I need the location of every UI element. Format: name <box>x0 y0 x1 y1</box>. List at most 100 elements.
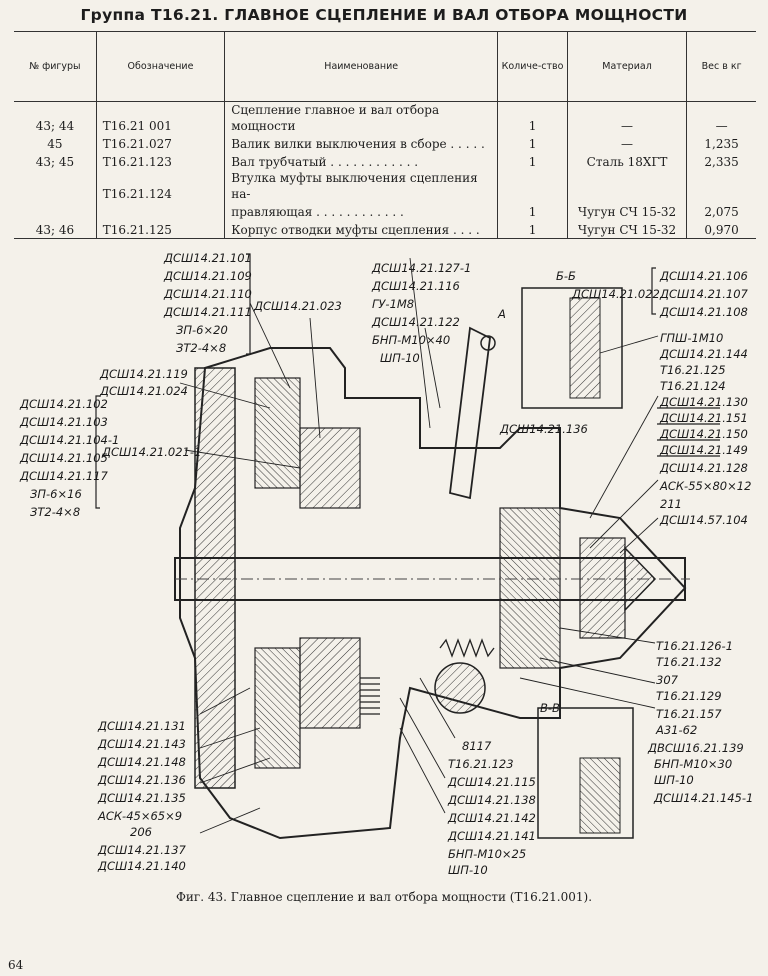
header-weight: Вес в кг <box>686 31 756 102</box>
label: ШП-10 <box>654 773 694 787</box>
cell-name: Валик вилки выключения в сборе . . . . . <box>224 134 498 152</box>
table-row: Т16.21.124 Втулка муфты выключения сцепл… <box>14 170 756 202</box>
label: ДСШ14.21.137 <box>97 843 187 857</box>
cell-figure: 43; 44 <box>35 119 75 133</box>
cell-figure: 43; 45 <box>35 155 75 169</box>
cell-material: — <box>566 101 687 134</box>
header-name: Наименование <box>224 31 498 102</box>
label: ЗТ2-4×8 <box>30 505 80 519</box>
label: Т16.21.157 <box>656 707 722 721</box>
clutch-spring <box>360 677 380 715</box>
label: Б-Б <box>556 269 576 283</box>
parts-table: № фигуры Обозначение Наименование Количе… <box>14 31 756 239</box>
label: ДСШ14.21.110 <box>163 287 252 301</box>
label: ДСШ14.21.141 <box>447 829 536 843</box>
page-number: 64 <box>8 958 24 972</box>
label-arrow-a: А <box>497 307 506 321</box>
table-row: 43; 44 Т16.21 001 Сцепление главное и ва… <box>14 101 756 134</box>
section-bb-hatch <box>569 297 601 399</box>
label: Т16.21.129 <box>656 689 722 703</box>
label: 206 <box>130 825 152 839</box>
section-vv-hatch <box>579 757 621 834</box>
cell-name: Втулка муфты выключения сцепления на- <box>224 170 498 202</box>
labels-bottom-center: 8117 Т16.21.123 ДСШ14.21.115 ДСШ14.21.13… <box>447 739 536 877</box>
label: ЗП-6×16 <box>30 487 82 501</box>
cell-weight: 2,335 <box>686 152 756 170</box>
label: ДСШ14.21.107 <box>659 287 749 301</box>
label: ДСШ14.21.117 <box>19 469 109 483</box>
flywheel-section <box>194 367 236 789</box>
label: ДСШ14.21.116 <box>371 279 460 293</box>
cell-qty <box>497 170 568 202</box>
label: ГПШ-1М10 <box>660 331 723 345</box>
label: АСК-55×80×12 <box>659 479 751 493</box>
label: ДСШ14.21.128 <box>659 461 748 475</box>
label: 307 <box>656 673 679 687</box>
label: ДСШ14.21.143 <box>97 737 186 751</box>
labels-right: ГПШ-1М10 ДСШ14.21.144 Т16.21.125 Т16.21.… <box>659 331 751 527</box>
label: ДСШ14.21.115 <box>447 775 536 789</box>
label: ДСШ14.21.109 <box>163 269 252 283</box>
clutch-assembly-drawing: ДСШ14.21.101 ДСШ14.21.109 ДСШ14.21.110 Д… <box>19 251 753 877</box>
cell-material: Чугун СЧ 15-32 <box>566 220 687 239</box>
label: ДСШ14.21.148 <box>97 755 186 769</box>
bearing-housing <box>579 537 626 639</box>
table-row: 43; 45 Т16.21.123 Вал трубчатый . . . . … <box>14 152 756 170</box>
cell-material: Чугун СЧ 15-32 <box>566 202 687 220</box>
labels-top-center: ДСШ14.21.127-1 ДСШ14.21.116 ГУ-1М8 ДСШ14… <box>371 261 506 365</box>
label: Т16.21.126-1 <box>656 639 733 653</box>
cell-material: — <box>566 134 687 152</box>
label: В-В <box>540 701 560 715</box>
table-header-row: № фигуры Обозначение Наименование Количе… <box>14 31 756 102</box>
label: ШП-10 <box>380 351 420 365</box>
label: ДВСШ16.21.139 <box>647 741 744 755</box>
label: ЗТ2-4×8 <box>176 341 226 355</box>
release-housing <box>499 507 561 669</box>
labels-left-top: ДСШ14.21.101 ДСШ14.21.109 ДСШ14.21.110 Д… <box>163 251 342 355</box>
cell-figure: 43; 46 <box>14 220 97 239</box>
label: ДСШ14.21.021-1 <box>101 445 201 459</box>
label: ДСШ14.21.023 <box>253 299 342 313</box>
label: Т16.21.123 <box>448 757 514 771</box>
cell-code: Т16.21.123 <box>95 152 225 170</box>
label: 8117 <box>462 739 492 753</box>
cell-code: Т16.21.027 <box>95 134 225 152</box>
cell-name: Корпус отводки муфты сцепления . . . . <box>224 220 498 239</box>
label: Т16.21.124 <box>660 379 726 393</box>
label: ДСШ14.21.131 <box>97 719 186 733</box>
figure-caption: Фиг. 43. Главное сцепление и вал отбора … <box>175 890 593 904</box>
cell-weight: 2,075 <box>686 202 756 220</box>
label: ДСШ14.21.135 <box>97 791 186 805</box>
label: ДСШ14.21.105 <box>19 451 108 465</box>
release-lever <box>449 326 491 500</box>
table-row: правляющая . . . . . . . . . . . . 1 Чуг… <box>14 202 756 220</box>
cell-weight: — <box>686 101 756 134</box>
label: ДСШ14.21.149 <box>659 443 748 457</box>
table-row: 45 Т16.21.027 Валик вилки выключения в с… <box>14 134 756 152</box>
cell-code: Т16.21.124 <box>95 170 225 202</box>
cell-weight <box>686 170 756 202</box>
cell-weight: 1,235 <box>686 134 756 152</box>
cell-qty: 1 <box>497 202 568 220</box>
lever-pivot <box>480 335 496 351</box>
label: А31-62 <box>655 723 697 737</box>
label: ДСШ14.21.136 <box>499 422 588 436</box>
cell-code: Т16.21 001 <box>95 101 225 134</box>
cell-qty: 1 <box>497 101 568 134</box>
label: БНП-М10×25 <box>448 847 526 861</box>
label: ДСШ14.21.106 <box>659 269 748 283</box>
pressure-plate-lower <box>254 647 301 769</box>
label: 211 <box>660 497 682 511</box>
labels-right-lower: Т16.21.126-1 Т16.21.132 307 Т16.21.129 Т… <box>540 639 753 805</box>
header-code: Обозначение <box>95 31 225 102</box>
label: ДСШ14.57.104 <box>659 513 748 527</box>
label: ДСШ14.21.151 <box>659 411 748 425</box>
header-qty: Количе-ство <box>497 31 568 102</box>
label: ДСШ14.21.122 <box>371 315 460 329</box>
label: ДСШ14.21.103 <box>19 415 108 429</box>
label: ЗП-6×20 <box>176 323 228 337</box>
label: ДСШ14.21.144 <box>659 347 748 361</box>
cell-material <box>566 170 687 202</box>
cell-code: Т16.21.125 <box>95 220 225 239</box>
leader-lines <box>179 257 659 834</box>
